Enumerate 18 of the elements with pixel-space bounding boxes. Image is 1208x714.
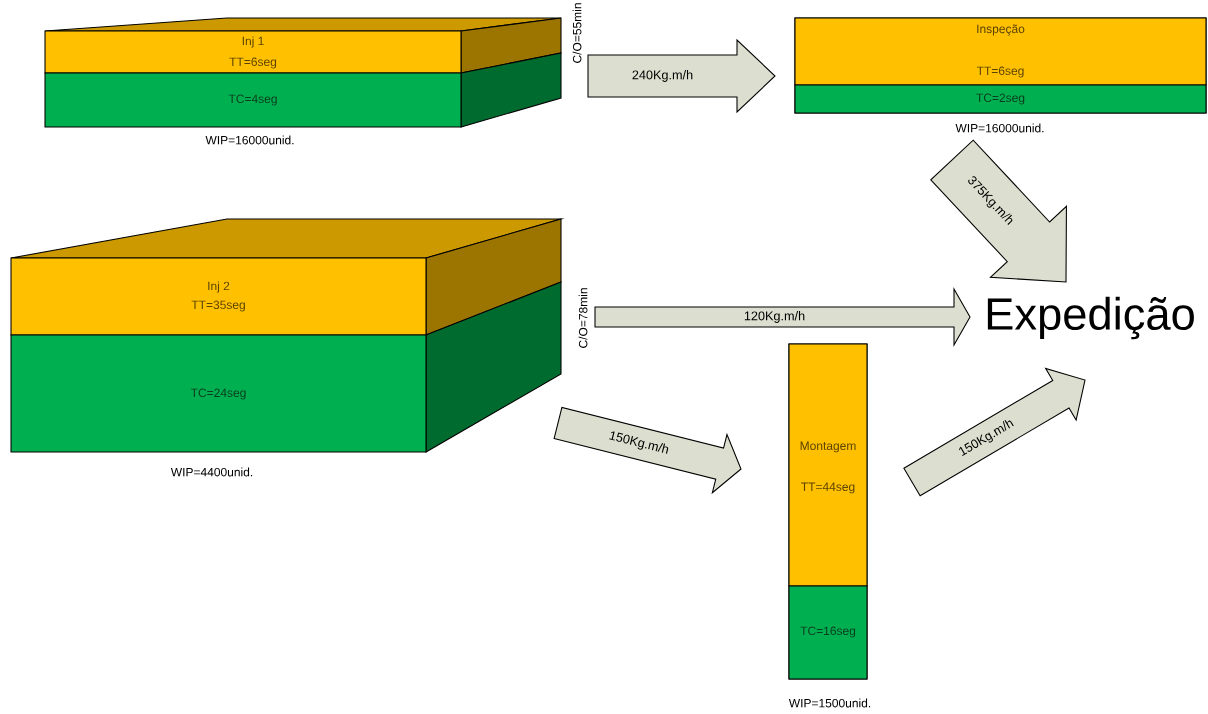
wip-label: WIP=16000unid. [205, 135, 294, 145]
wip-label: WIP=1500unid. [788, 698, 871, 708]
process-band: Inj 1 TT=6seg [44, 30, 462, 74]
block-arrow [930, 139, 1067, 283]
process-band: TC=24seg [10, 334, 427, 453]
block-arrow [587, 38, 776, 114]
process-band: TC=16seg [788, 585, 868, 680]
process-band: Inj 2 TT=35seg [10, 257, 427, 336]
wip-label: WIP=4400unid. [170, 467, 253, 477]
destination-label: Expedição [987, 296, 1194, 340]
process-band: TC=4seg [44, 72, 462, 128]
changeover-label: C/O=55min [572, 3, 582, 63]
wip-label: WIP=16000unid. [955, 123, 1044, 133]
process-band: Montagem TT=44seg [788, 343, 868, 587]
process-band: TC=2seg [794, 84, 1207, 114]
process-band: Inspeção TT=6seg [794, 17, 1207, 86]
changeover-label: C/O=78min [578, 288, 588, 348]
block-arrow [594, 287, 971, 347]
